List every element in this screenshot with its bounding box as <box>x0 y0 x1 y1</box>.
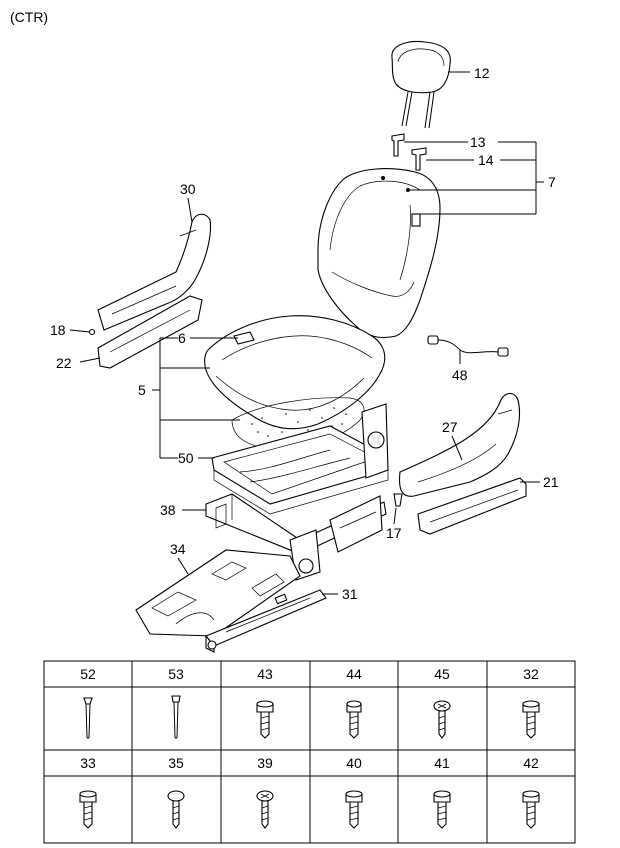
leader-lines <box>69 71 544 595</box>
rivet-52-icon <box>83 697 93 739</box>
seat-rail <box>205 589 327 653</box>
side-shield-right-lower <box>417 477 527 535</box>
callout-18: 18 <box>50 322 66 338</box>
seat-back <box>317 168 441 339</box>
seat-frame <box>211 403 389 515</box>
callout-5: 5 <box>138 382 146 398</box>
bolt-43-icon <box>256 700 274 739</box>
seat-cushion <box>204 315 386 430</box>
part-number-39: 39 <box>257 755 273 771</box>
callout-21: 21 <box>543 474 559 490</box>
callout-31: 31 <box>342 586 358 602</box>
part-number-52: 52 <box>80 666 96 682</box>
part-number-33: 33 <box>80 755 96 771</box>
callout-50: 50 <box>178 450 194 466</box>
fastener-table: 52 53 43 44 45 32 33 35 39 40 41 42 <box>43 660 576 844</box>
callout-17: 17 <box>386 525 402 541</box>
headrest <box>391 40 451 129</box>
callout-30: 30 <box>180 181 196 197</box>
clip-18 <box>88 328 96 336</box>
bolt-42-icon <box>522 790 540 829</box>
side-shield-right-upper <box>398 392 521 497</box>
screw-35-icon <box>167 790 185 829</box>
callout-48: 48 <box>452 367 468 383</box>
callout-12: 12 <box>474 65 490 81</box>
headrest-guide-14 <box>411 147 427 171</box>
bolt-33-icon <box>79 790 97 829</box>
part-number-53: 53 <box>168 666 184 682</box>
part-number-42: 42 <box>523 755 539 771</box>
callout-13: 13 <box>470 134 486 150</box>
bolt-41-icon <box>433 790 451 829</box>
headrest-guide-13 <box>391 133 405 157</box>
part-number-32: 32 <box>523 666 539 682</box>
bolt-40-icon <box>345 790 363 829</box>
bolt-44-icon <box>346 700 362 739</box>
callout-labels: 12 13 14 7 30 18 6 22 5 48 27 21 50 17 3… <box>50 65 559 602</box>
part-number-40: 40 <box>346 755 362 771</box>
floor-bracket <box>135 549 301 637</box>
bolt-32-icon <box>522 700 540 739</box>
callout-7: 7 <box>548 174 556 190</box>
part-number-41: 41 <box>434 755 450 771</box>
callout-6: 6 <box>178 330 186 346</box>
callout-38: 38 <box>160 502 176 518</box>
clip-17 <box>393 493 403 507</box>
screw-45-icon <box>433 700 451 739</box>
side-shield-upper <box>97 213 212 331</box>
part-number-35: 35 <box>168 755 184 771</box>
callout-22: 22 <box>56 355 72 371</box>
part-number-44: 44 <box>346 666 362 682</box>
callout-14: 14 <box>478 152 494 168</box>
wiring-harness <box>427 335 509 357</box>
callout-27: 27 <box>442 419 458 435</box>
part-number-43: 43 <box>257 666 273 682</box>
part-number-45: 45 <box>434 666 450 682</box>
screw-39-icon <box>256 790 274 829</box>
side-shield-lower <box>97 295 203 369</box>
variant-label: (CTR) <box>10 9 48 25</box>
rivet-53-icon <box>171 695 181 739</box>
callout-34: 34 <box>170 541 186 557</box>
